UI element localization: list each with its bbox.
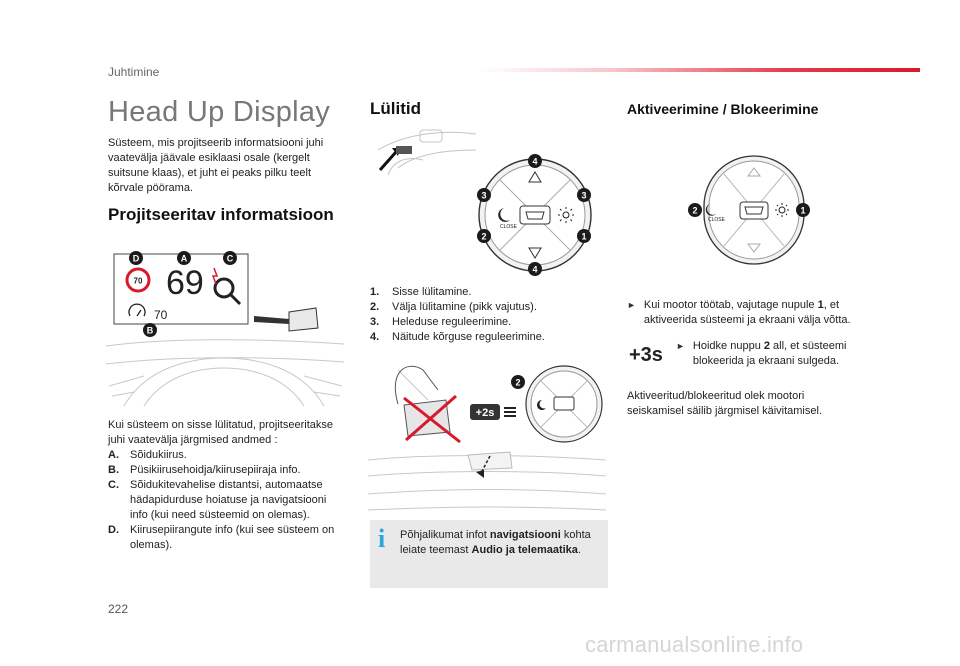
svg-text:A: A xyxy=(181,254,188,264)
hud-info-list: A.Sõidukiirus. B.Püsikiirusehoidja/kiiru… xyxy=(108,448,344,553)
info-icon: i xyxy=(378,524,386,553)
callout-B: B xyxy=(143,323,157,337)
control-pad-illustration: CLOSE 4 3 3 2 1 4 xyxy=(477,154,592,276)
svg-text:C: C xyxy=(227,254,234,264)
brightness-icon xyxy=(775,203,789,217)
down-arrow-icon xyxy=(747,243,761,253)
svg-text:CLOSE: CLOSE xyxy=(708,217,726,223)
list-item: 4.Näitude kõrguse reguleerimine. xyxy=(370,331,545,343)
dashboard-location-illustration xyxy=(377,129,477,176)
activation-heading: Aktiveerimine / Blokeerimine xyxy=(627,101,819,117)
down-arrow-icon xyxy=(528,247,542,259)
svg-text:4: 4 xyxy=(532,157,537,167)
intro-paragraph: Süsteem, mis projitseerib informatsiooni… xyxy=(108,137,324,194)
activation-pad-illustration: CLOSE 2 1 xyxy=(688,155,810,265)
brightness-icon xyxy=(558,207,574,223)
list-item: B.Püsikiirusehoidja/kiirusepiiraja info. xyxy=(108,464,301,476)
hud-illustration: 70 69 70 D A C B xyxy=(105,251,345,407)
distance-alert-icon xyxy=(213,277,242,306)
svg-text:1: 1 xyxy=(800,206,805,216)
hud-limit-value: 70 xyxy=(134,277,143,286)
list-item: C.Sõidukitevahelise distantsi, automaats… xyxy=(108,479,327,521)
header-accent-bar xyxy=(480,68,920,72)
up-arrow-icon xyxy=(747,167,761,177)
moon-icon xyxy=(705,204,716,216)
state-memory-note: Aktiveeritud/blokeeritud olek mootori se… xyxy=(627,390,822,417)
close-label: CLOSE xyxy=(500,224,518,230)
hud-cruise-value: 70 xyxy=(154,308,168,322)
list-item: 1.Sisse lülitamine. xyxy=(370,286,472,298)
deactivation-illustration: +2s 2 xyxy=(368,365,607,511)
info-box xyxy=(370,520,608,588)
list-item: A.Sõidukiirus. xyxy=(108,449,187,461)
speed-limit-sign-icon xyxy=(125,267,151,293)
moon-icon xyxy=(498,208,510,222)
svg-text:B: B xyxy=(147,326,154,336)
cruise-control-icon xyxy=(128,303,146,317)
callout-A: A xyxy=(177,251,191,265)
hud-description-intro: Kui süsteem on sisse lülitatud, projitse… xyxy=(108,419,333,446)
page-number: 222 xyxy=(108,602,129,616)
list-item: D.Kiirusepiirangute info (kui see süstee… xyxy=(108,524,335,551)
svg-text:+3s: +3s xyxy=(629,344,663,366)
deactivation-bullet: ► Hoidke nuppu 2 all, et süsteemi blokee… xyxy=(676,340,847,367)
activation-bullet: ► Kui mootor töötab, vajutage nupule 1, … xyxy=(627,299,851,326)
list-item: 3.Heleduse reguleerimine. xyxy=(370,316,512,328)
hold-2s-label: +2s xyxy=(476,407,495,419)
svg-text:4: 4 xyxy=(532,265,537,275)
bullet-arrow-icon: ► xyxy=(627,300,636,310)
switch-functions-list: 1.Sisse lülitamine. 2.Välja lülitamine (… xyxy=(370,285,606,345)
svg-text:2: 2 xyxy=(481,232,486,242)
windshield-icon xyxy=(525,211,545,220)
list-item: 2.Välja lülitamine (pikk vajutus). xyxy=(370,301,537,313)
info-text: Põhjalikumat infot navigatsiooni kohta l… xyxy=(400,529,591,556)
up-arrow-icon xyxy=(528,171,542,183)
svg-text:3: 3 xyxy=(481,191,486,201)
svg-text:1: 1 xyxy=(581,232,586,242)
svg-text:2: 2 xyxy=(692,206,697,216)
bullet-arrow-icon: ► xyxy=(676,341,685,351)
svg-text:3: 3 xyxy=(581,191,586,201)
callout-C: C xyxy=(223,251,237,265)
callout-D: D xyxy=(129,251,143,265)
watermark: carmanualsonline.info xyxy=(585,632,804,657)
hud-speed-value: 69 xyxy=(166,264,204,302)
svg-text:2: 2 xyxy=(515,378,520,388)
svg-text:D: D xyxy=(133,254,140,264)
projected-info-heading: Projitseeritav informatsioon xyxy=(108,205,334,224)
hold-3s-icon: +3s xyxy=(629,344,663,366)
section-label: Juhtimine xyxy=(108,65,160,79)
page-title: Head Up Display xyxy=(108,96,331,128)
switches-heading: Lülitid xyxy=(370,99,421,118)
